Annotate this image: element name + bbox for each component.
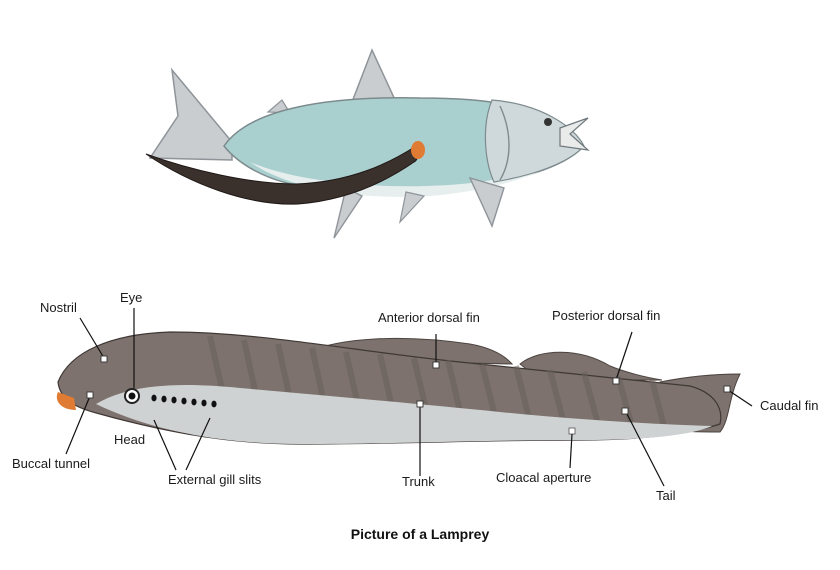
- label-eye: Eye: [120, 290, 143, 305]
- label-buccal-tunnel: Buccal tunnel: [12, 456, 91, 471]
- label-nostril: Nostril: [40, 300, 77, 315]
- label-head: Head: [114, 432, 146, 447]
- label-external-gill-slits: External gill slits: [168, 472, 262, 487]
- attached-lamprey: [145, 141, 425, 205]
- label-cloacal-aperture: Cloacal aperture: [496, 470, 592, 485]
- label-caudal-fin: Caudal fin: [760, 398, 819, 413]
- label-posterior-dorsal-fin: Posterior dorsal fin: [552, 308, 661, 323]
- leader-lines: [65, 308, 753, 487]
- label-anterior-dorsal-fin: Anterior dorsal fin: [378, 310, 480, 325]
- label-trunk: Trunk: [402, 474, 435, 489]
- figure-caption: Picture of a Lamprey: [350, 526, 490, 542]
- label-tail: Tail: [656, 488, 676, 503]
- host-fish: [148, 48, 590, 239]
- lamprey-body: [56, 331, 741, 445]
